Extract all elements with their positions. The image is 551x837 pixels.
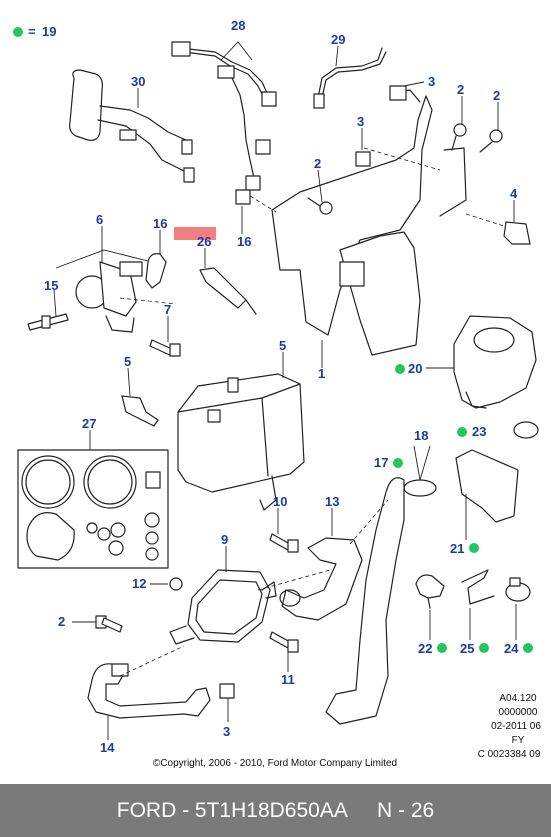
reference-line-5: C 0023384 09 [478,749,541,760]
part-2-bolt-d [95,615,123,633]
highlight-marker [174,227,216,240]
callout-3-upper: 3 [428,74,435,89]
callout-25: 25 [460,641,474,656]
callout-2-d: 2 [58,614,65,629]
callout-6: 6 [96,212,103,227]
part-23-o-ring [513,421,539,439]
part-3-clip-upper [389,85,407,101]
callout-22: 22 [418,641,432,656]
callout-1: 1 [318,366,325,381]
reference-line-3: 02-2011 06 [491,721,541,732]
reference-line-4: FY [512,735,525,746]
part-16-hose [145,253,167,289]
footer-brand: FORD [116,799,177,822]
marker-21 [469,543,479,553]
callout-11: 11 [281,672,295,687]
callout-3-middle: 3 [357,114,364,129]
marker-25 [479,643,489,653]
part-12-nut [169,577,183,591]
legend-number: 19 [42,24,56,39]
part-28-wiring-harness [171,41,277,191]
marker-17 [393,458,403,468]
part-3-clip-middle [355,151,371,167]
callout-28: 28 [231,18,245,33]
callout-2-c: 2 [314,156,321,171]
callout-2-a: 2 [457,82,464,97]
part-5-heater-unit [177,373,305,511]
part-2-bolt-a [451,123,467,151]
callout-5: 5 [279,338,286,353]
reference-line-2: 0000000 [499,707,538,718]
callout-12: 12 [132,576,146,591]
copyright-notice: ©Copyright, 2006 - 2010, Ford Motor Comp… [153,758,397,769]
marker-23 [457,427,467,437]
part-13-inlet-hose [279,537,363,621]
callout-30: 30 [131,74,145,89]
part-17-exhaust-hose [325,477,405,725]
callout-29: 29 [331,32,345,47]
part-21-heat-shield [455,449,519,523]
footer-separator: - [176,799,195,822]
callout-10: 10 [273,494,287,509]
part-30-duct-assembly [69,69,195,183]
part-3-clip-lower [219,683,235,699]
exploded-parts-diagram: = 19 28 29 30 1 [13,18,541,769]
callout-14: 14 [100,740,115,755]
callout-21: 21 [450,541,464,556]
callout-17: 17 [374,455,388,470]
callout-26: 26 [197,234,211,249]
callout-4: 4 [510,186,518,201]
part-1-mounting-bracket [271,89,467,356]
callout-8: 5 [124,354,131,369]
callout-9: 9 [221,532,228,547]
callout-18: 18 [414,428,428,443]
callout-7: 7 [164,302,171,317]
legend-marker-dot [13,27,23,37]
part-22-clip [415,574,445,609]
part-9-cover [169,569,277,645]
part-26-glow-plug [199,267,257,315]
part-4-clamp [503,221,531,245]
footer-bar: FORD - 5T1H18D650AA N - 26 [0,784,551,837]
callout-16: 16 [153,216,167,231]
callout-3-lower: 3 [223,724,230,739]
part-15-fuel-line [27,313,69,331]
footer-part-number: 5T1H18D650AA [194,799,348,822]
footer-page-ref: N - 26 [377,799,435,822]
part-7-bolt [149,339,181,357]
part-24-hose-clamp [505,577,531,602]
part-8-temperature-sensor [121,395,159,427]
callout-23: 23 [472,424,486,439]
part-6-fuel-pump [75,261,143,333]
marker-22 [437,643,447,653]
reference-line-1: A04.120 [499,693,537,704]
marker-20 [395,364,405,374]
part-14-exhaust-pipe [87,663,211,719]
part-29-sensor-cable [313,47,387,109]
callout-13: 13 [325,494,339,509]
callout-20: 20 [408,361,422,376]
part-27-seal-kit [17,449,169,569]
legend-equals: = [28,24,36,39]
callout-15: 15 [44,278,58,293]
callout-2-b: 2 [493,88,500,103]
part-11-bolt [269,631,299,653]
callout-27: 27 [82,416,96,431]
part-18-hose-clamp [403,479,437,497]
part-25-strap-clamp [461,569,495,605]
part-3-clip-left [235,189,251,205]
part-20-housing [453,315,537,409]
marker-24 [523,643,533,653]
part-2-bolt-c [307,197,333,215]
callout-3-left: 16 [237,234,251,249]
part-10-bolt [269,533,299,553]
callout-24: 24 [504,641,519,656]
part-2-bolt-b [479,129,503,153]
